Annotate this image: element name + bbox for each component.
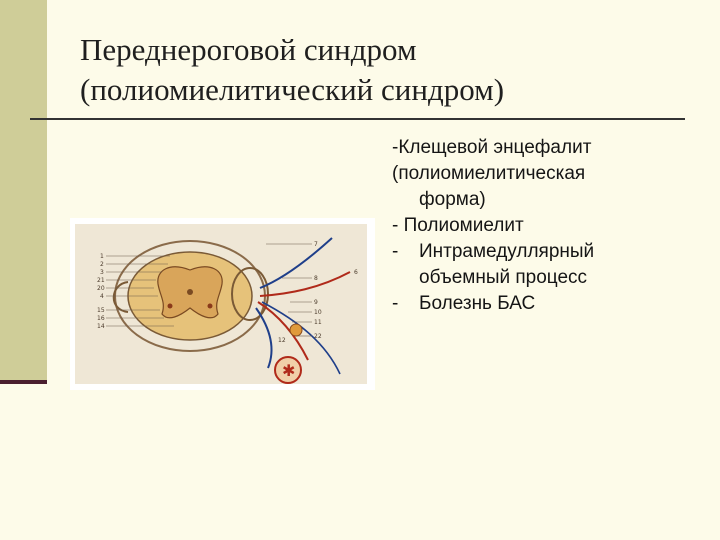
- svg-text:16: 16: [97, 315, 105, 322]
- svg-text:22: 22: [314, 333, 322, 340]
- title-line-1: Переднероговой синдром: [80, 32, 417, 67]
- svg-text:11: 11: [314, 319, 322, 326]
- svg-text:6: 6: [354, 269, 358, 276]
- bullet-poliomyelitis: - Полиомиелит: [392, 215, 524, 236]
- bullet-intramedullary: -Интрамедуллярный: [392, 239, 692, 265]
- bullet-als: -Болезнь БАС: [392, 291, 692, 317]
- nerve-red-upper: [259, 271, 351, 297]
- svg-text:12: 12: [278, 337, 286, 344]
- bullet-form-line-2: форма): [419, 189, 486, 210]
- spinal-cord-illustration: ✱ 1 2 3 21 20 4 15 16 14 7 6 8 9: [70, 218, 375, 390]
- motor-neuron-left: [167, 303, 173, 309]
- organ-star: ✱: [282, 361, 295, 380]
- svg-text:10: 10: [314, 309, 322, 316]
- svg-text:15: 15: [97, 307, 105, 314]
- bullet-als-text: Болезнь БАС: [419, 293, 536, 314]
- svg-text:2: 2: [100, 261, 104, 268]
- svg-text:4: 4: [100, 293, 104, 300]
- title-line-2: (полиомиелитический синдром): [80, 72, 505, 107]
- bullet-dash: -: [392, 241, 399, 262]
- figure-number-labels: 1 2 3 21 20 4 15 16 14 7 6 8 9 10 11 22 …: [97, 241, 358, 344]
- bullet-list: -Клещевой энцефалит (полиомиелитическая …: [392, 135, 692, 317]
- left-root: [112, 281, 129, 313]
- nerve-blue-lower: [255, 307, 273, 369]
- side-accent-bar-edge: [0, 380, 47, 384]
- slide-title: Переднероговой синдром (полиомиелитическ…: [80, 30, 700, 110]
- spinal-cord-diagram: ✱ 1 2 3 21 20 4 15 16 14 7 6 8 9: [75, 224, 367, 384]
- sympathetic-ganglion: [289, 323, 303, 337]
- svg-text:20: 20: [97, 285, 105, 292]
- svg-text:9: 9: [314, 299, 318, 306]
- svg-text:8: 8: [314, 275, 318, 282]
- svg-text:1: 1: [100, 253, 104, 260]
- svg-text:14: 14: [97, 323, 105, 330]
- motor-neuron-right: [207, 303, 213, 309]
- bullet-form-line-1: (полиомиелитическая: [392, 163, 586, 184]
- svg-text:21: 21: [97, 277, 105, 284]
- bullet-intramedullary-cont: объемный процесс: [419, 267, 588, 288]
- nerve-red-lower: [257, 301, 309, 361]
- bullet-dash: -: [392, 293, 399, 314]
- svg-text:3: 3: [100, 269, 104, 276]
- right-ganglion-loop: [231, 267, 269, 321]
- nerve-blue-upper: [259, 237, 333, 289]
- nerve-blue-long: [261, 301, 341, 375]
- bullet-tick-encephalitis: -Клещевой энцефалит: [392, 137, 592, 158]
- target-organ: [274, 356, 302, 384]
- central-canal: [187, 289, 193, 295]
- leader-lines-right: [266, 243, 312, 337]
- svg-text:7: 7: [314, 241, 318, 248]
- leader-lines-left: [106, 255, 174, 327]
- side-accent-bar: [0, 0, 47, 384]
- title-divider: [30, 118, 685, 120]
- bullet-intramedullary-text: Интрамедуллярный: [419, 241, 595, 262]
